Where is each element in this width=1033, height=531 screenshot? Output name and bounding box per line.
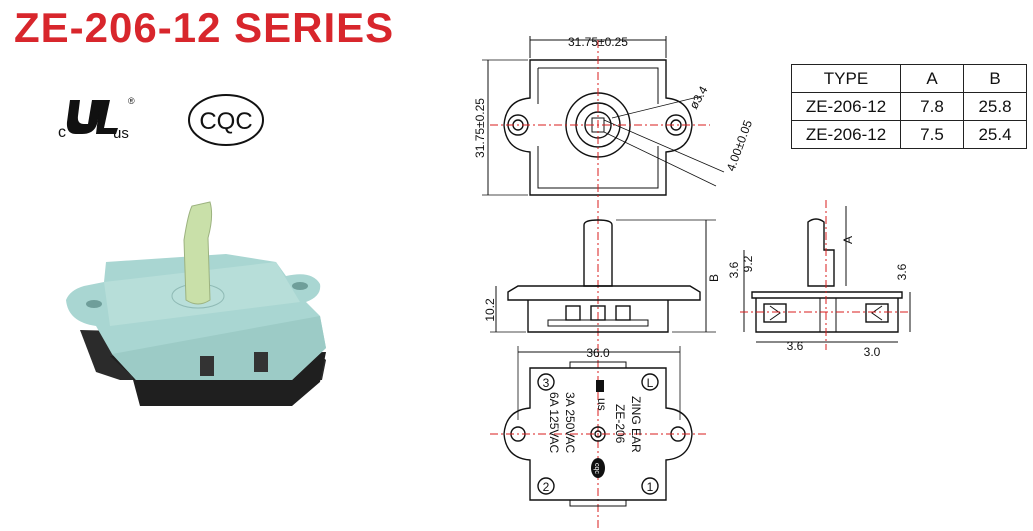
terminal-3-label: 3 <box>543 376 550 390</box>
side-body <box>755 298 899 333</box>
cqc-mark-icon: CQC <box>188 94 264 146</box>
terminal-window-1 <box>200 356 214 376</box>
spec-table-header-row: TYPE A B <box>791 64 1027 93</box>
terminal-l-label: L <box>647 376 654 390</box>
table-cell-a: 7.8 <box>900 92 964 121</box>
bottom-width-dim: 36.0 <box>586 346 610 360</box>
front-base-dim: 10.2 <box>483 298 497 322</box>
spec-table: TYPE A B ZE-206-12 7.8 25.8 ZE-206-12 7.… <box>791 64 1027 149</box>
ul-prefix: c <box>58 124 66 141</box>
side-shaft <box>807 218 835 287</box>
top-width-dim: 31.75±0.25 <box>568 35 628 49</box>
bottom-cqc-mark-icon: cqc <box>591 458 605 478</box>
cqc-label: CQC <box>199 108 252 135</box>
shaft-diameter-dim: ø3.4 <box>686 83 710 111</box>
spec-table-header-a: A <box>900 64 964 93</box>
front-view-drawing <box>490 219 716 333</box>
top-height-dim: 31.75±0.25 <box>473 98 487 158</box>
bottom-cqc-label: cqc <box>593 463 600 474</box>
bottom-view-drawing <box>503 346 693 507</box>
shaft-flat-dim: 4.00±0.05 <box>724 118 755 173</box>
top-view-outline <box>503 59 693 196</box>
terminal-window-2 <box>254 352 268 372</box>
side-shaft-a: A <box>841 236 855 244</box>
side-dim-3-6-left: 3.6 <box>727 261 741 278</box>
terminal-1-label: 1 <box>647 480 654 494</box>
table-row: ZE-206-12 7.5 25.4 <box>791 120 1027 149</box>
front-flange <box>507 285 701 301</box>
switch-shaft <box>183 201 213 305</box>
model-label: ZE-206 <box>613 404 627 444</box>
switch-front-face <box>112 316 326 380</box>
product-photo <box>66 201 326 406</box>
rating-line-1: 3A 250VAC <box>563 392 577 453</box>
ul-suffix: us <box>113 125 129 142</box>
rating-line-2: 6A 125VAC <box>547 392 561 453</box>
side-view-centerline <box>740 200 910 350</box>
spec-table-header-b: B <box>963 64 1027 93</box>
table-cell-type: ZE-206-12 <box>791 120 901 149</box>
bottom-view-outline <box>503 367 693 501</box>
ul-listed-mark-icon: c us ® <box>58 96 135 142</box>
top-view-centerlines <box>490 40 710 530</box>
table-cell-type: ZE-206-12 <box>791 92 901 121</box>
table-row: ZE-206-12 7.8 25.8 <box>791 92 1027 121</box>
spec-table-header-type: TYPE <box>791 64 901 93</box>
table-cell-b: 25.8 <box>963 92 1027 121</box>
mount-hole-right <box>292 282 308 290</box>
side-dim-3-6-bottom: 3.6 <box>787 339 804 353</box>
terminal-2-label: 2 <box>543 480 550 494</box>
page-title: ZE-206-12 SERIES <box>14 4 395 51</box>
mount-hole-left <box>86 300 102 308</box>
bottom-ul-mark-icon: us <box>595 380 609 411</box>
bottom-ul-suffix: us <box>595 398 609 411</box>
side-dim-9-2: 9.2 <box>741 255 755 272</box>
front-body <box>527 300 669 333</box>
table-cell-a: 7.5 <box>900 120 964 149</box>
side-dim-3-0: 3.0 <box>864 345 881 359</box>
brand-label: ZING EAR <box>629 396 643 453</box>
ul-registered: ® <box>128 96 135 106</box>
front-height-b: B <box>707 274 721 282</box>
side-dim-3-6-right: 3.6 <box>895 263 909 280</box>
side-view-drawing <box>743 206 911 343</box>
table-cell-b: 25.4 <box>963 120 1027 149</box>
front-shaft <box>583 219 613 287</box>
side-flange <box>751 291 903 299</box>
top-view-drawing <box>482 36 725 196</box>
